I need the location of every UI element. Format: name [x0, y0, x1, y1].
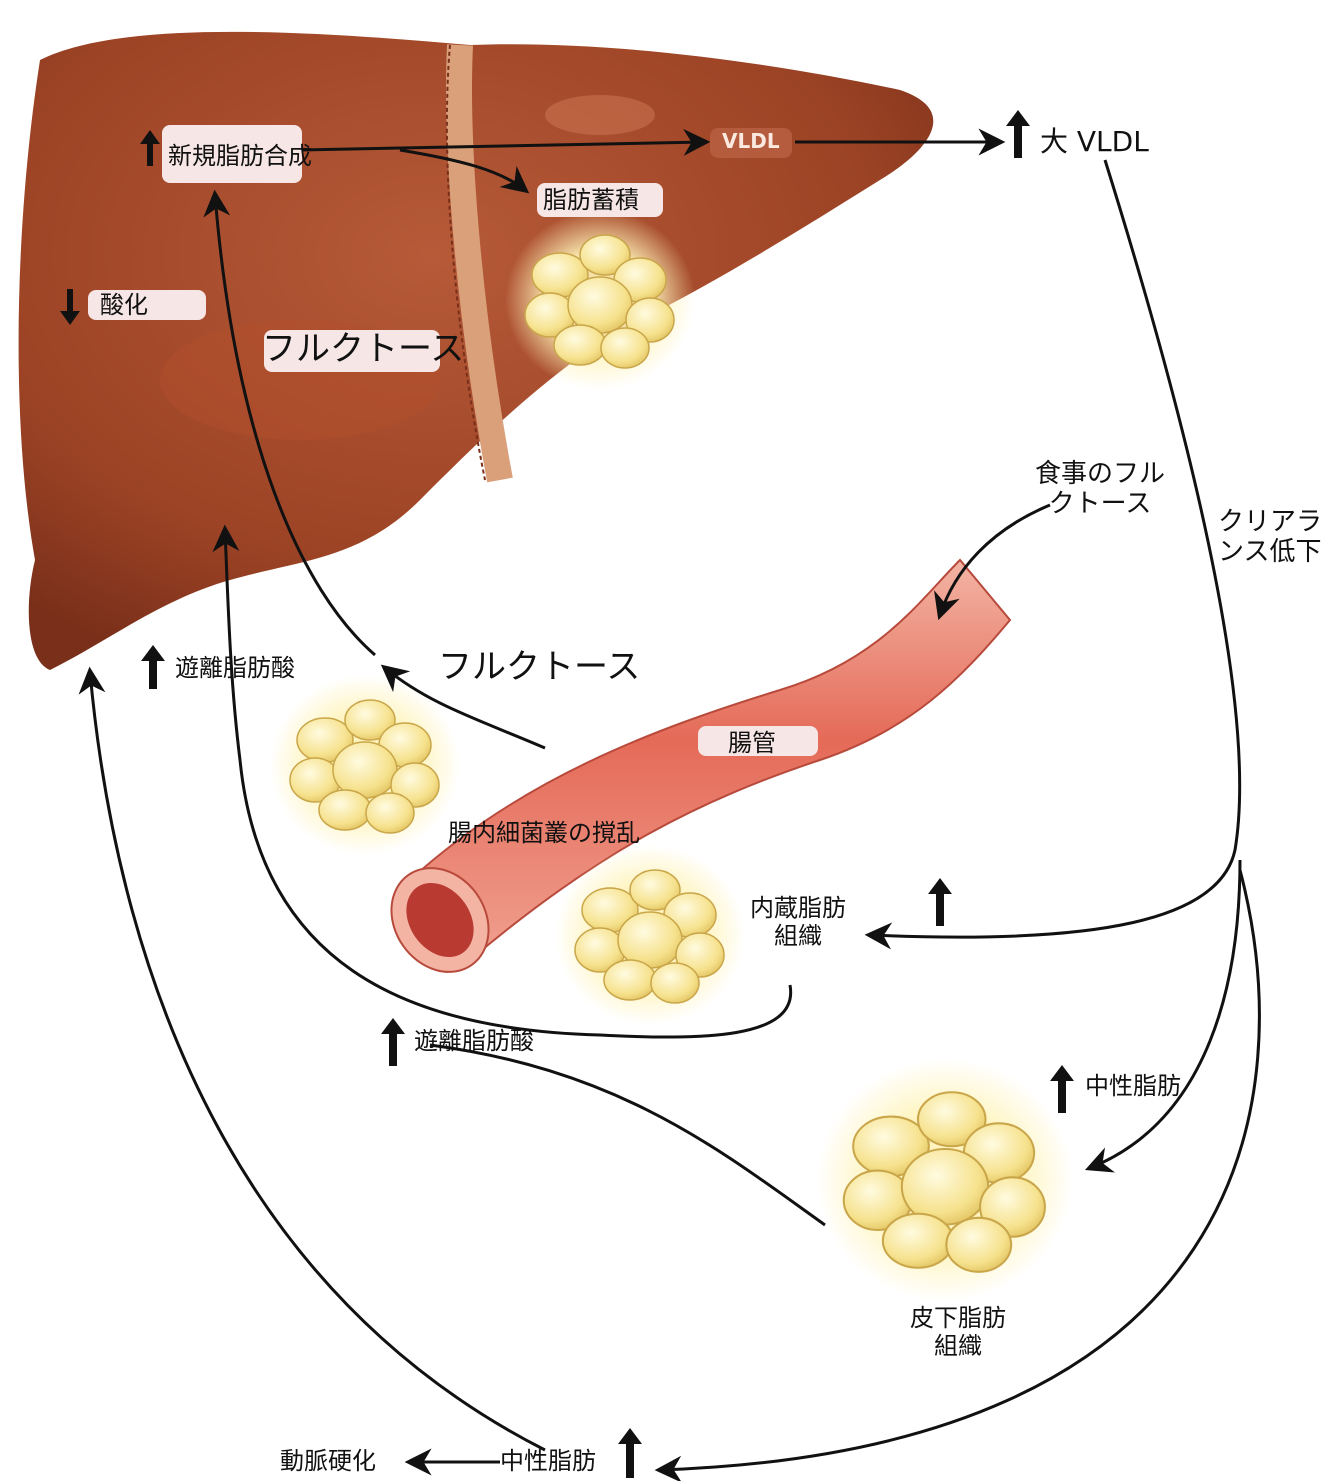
up-arrow-icon — [618, 1428, 642, 1478]
vldl-label: VLDL — [722, 130, 780, 153]
subcutaneous-line2: 組織 — [910, 1333, 1006, 1361]
ffa-top-label: 遊離脂肪酸 — [175, 655, 295, 683]
up-arrow-icon — [1050, 1065, 1074, 1113]
mesenteric-fat-cluster — [270, 675, 460, 855]
subcutaneous-fat-label: 皮下脂肪 組織 — [910, 1305, 1006, 1360]
dietary-fructose-label: 食事のフル クトース — [1035, 460, 1165, 520]
visceral-line1: 内蔵脂肪 — [750, 895, 846, 923]
up-arrow-icon — [381, 1018, 405, 1066]
triglyceride-right-label: 中性脂肪 — [1085, 1073, 1181, 1101]
subcutaneous-fat-cluster — [817, 1059, 1074, 1302]
up-arrow-icon — [928, 878, 952, 926]
large-vldl-label: 大 VLDL — [1040, 126, 1149, 158]
subcutaneous-line1: 皮下脂肪 — [910, 1305, 1006, 1333]
fructose-portal-label: フルクトース — [438, 648, 640, 687]
dietary-fructose-line1: 食事のフル — [1035, 460, 1165, 490]
up-arrow-icon — [141, 645, 165, 689]
arrow-clearance-subcutaneous — [1090, 860, 1240, 1168]
up-arrow-icon — [1006, 110, 1030, 158]
ffa-bottom-label: 遊離脂肪酸 — [414, 1028, 534, 1056]
arrow-subcutaneous-ffa — [430, 1045, 825, 1225]
clearance-line2: ンス低下 — [1218, 538, 1322, 568]
liver — [19, 32, 934, 670]
triglyceride-bottom-label: 中性脂肪 — [500, 1448, 596, 1476]
fructose-liver-label: フルクトース — [262, 330, 464, 369]
dietary-fructose-line2: クトース — [1035, 490, 1165, 520]
microbiota-label: 腸内細菌叢の撹乱 — [448, 820, 640, 848]
visceral-line2: 組織 — [750, 923, 846, 951]
oxidation-label: 酸化 — [100, 292, 148, 320]
atherosclerosis-label: 動脈硬化 — [280, 1448, 376, 1476]
arrow-clearance-visceral — [870, 160, 1240, 937]
visceral-fat-cluster — [555, 845, 745, 1025]
clearance-line1: クリアラ — [1218, 508, 1322, 538]
fat-accumulation-label: 脂肪蓄積 — [543, 187, 639, 215]
visceral-fat-label: 内蔵脂肪 組織 — [750, 895, 846, 950]
clearance-label: クリアラ ンス低下 — [1218, 508, 1322, 568]
de-novo-lipogenesis-label: 新規脂肪合成 — [168, 143, 312, 171]
gut-label: 腸管 — [728, 730, 776, 758]
liver-fat-cluster — [505, 210, 695, 390]
